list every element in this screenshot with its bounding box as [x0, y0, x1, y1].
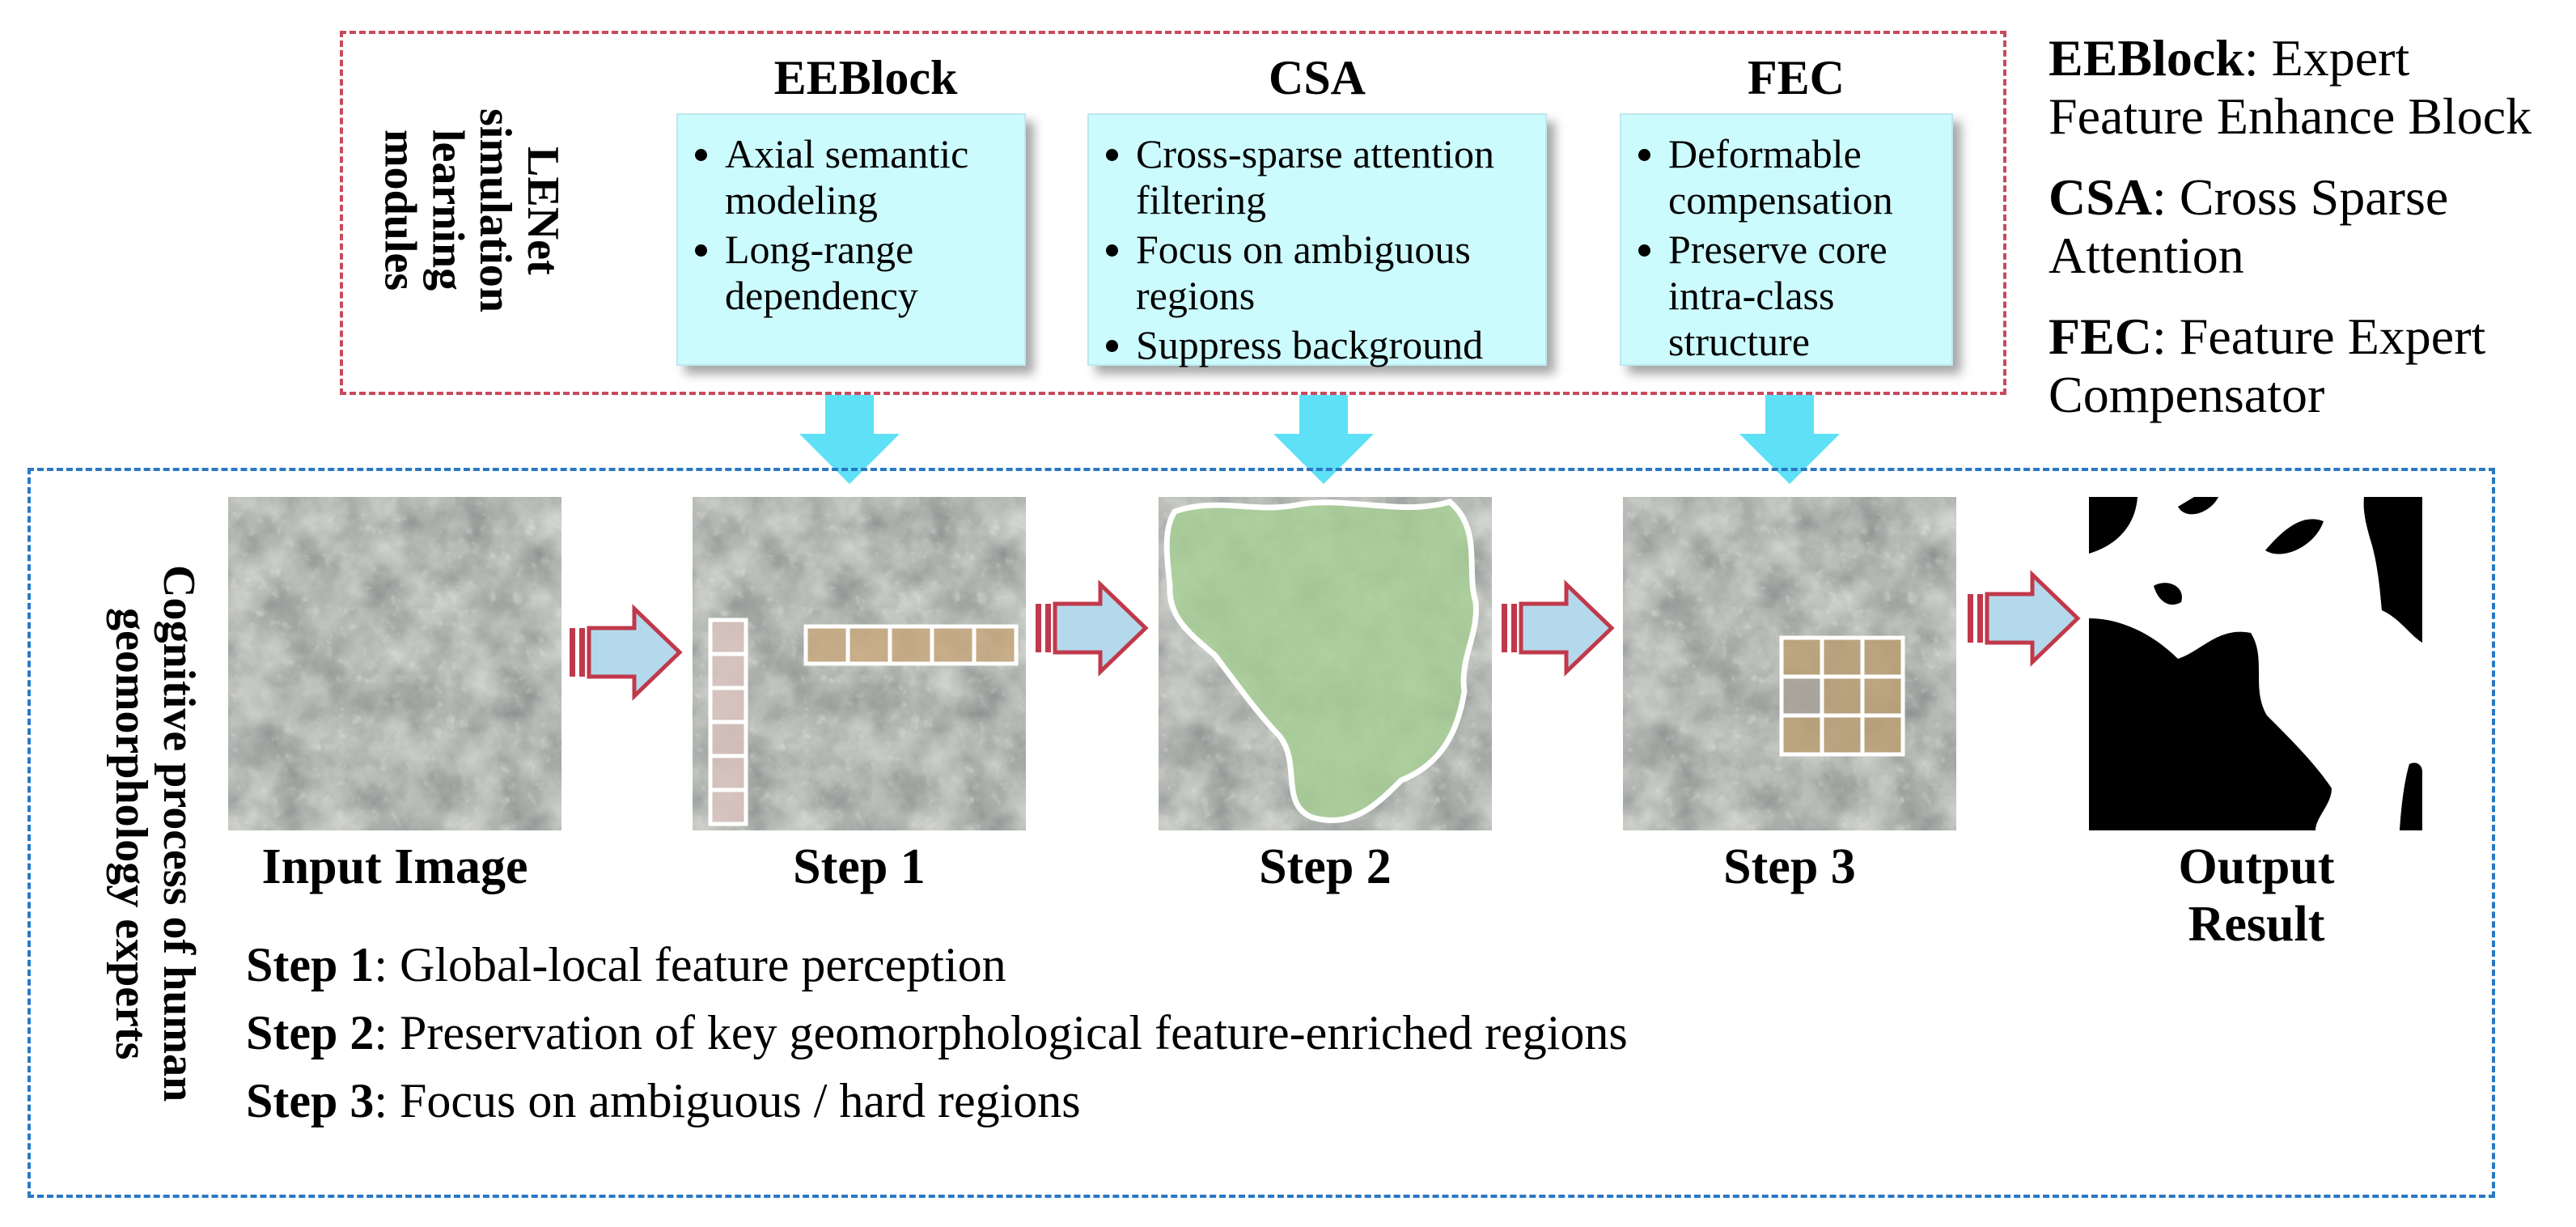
legend-full: : Cross Sparse Attention	[2049, 168, 2449, 284]
step3-image	[1623, 497, 1956, 830]
module-card-eeblock: Axial semantic modeling Long-range depen…	[676, 113, 1026, 366]
step-desc: : Preservation of key geomorphological f…	[374, 1006, 1628, 1059]
stage-label-input: Input Image	[261, 839, 528, 894]
step1-image	[693, 497, 1026, 830]
right-arrow-icon	[570, 604, 683, 701]
legend-abbr: CSA	[2049, 168, 2153, 226]
step-name: Step 3	[246, 1074, 375, 1127]
legend-full: : Expert Feature Enhance Block	[2049, 29, 2532, 145]
stage-label-output: Output Result	[2178, 839, 2335, 953]
simulation-modules-panel	[340, 31, 2006, 395]
step2-description: Step 2: Preservation of key geomorpholog…	[246, 1005, 1628, 1061]
down-arrow-icon	[799, 395, 900, 484]
input-image	[228, 497, 561, 830]
step-name: Step 1	[246, 938, 375, 991]
eeblock-bullet: Long-range dependency	[725, 227, 1006, 319]
output-result-image	[2089, 497, 2422, 830]
step1-description: Step 1: Global-local feature perception	[246, 937, 1006, 993]
step2-image	[1159, 497, 1492, 830]
cognitive-process-panel	[28, 468, 2495, 1198]
module-title-fec: FEC	[1748, 51, 1845, 104]
stage-label-step3: Step 3	[1723, 839, 1856, 894]
csa-bullet: Focus on ambiguous regions	[1136, 227, 1527, 319]
csa-bullet: Cross-sparse attention filtering	[1136, 131, 1527, 223]
legend-fec: FEC: Feature Expert Compensator	[2049, 308, 2566, 423]
down-arrow-icon	[1273, 395, 1374, 484]
module-title-eeblock: EEBlock	[773, 51, 958, 104]
csa-bullet: Suppress background	[1136, 322, 1527, 368]
cognitive-side-label: Cognitive process of human geomorphology…	[106, 565, 204, 1102]
legend-csa: CSA: Cross Sparse Attention	[2049, 168, 2566, 284]
step-desc: : Focus on ambiguous / hard regions	[374, 1074, 1081, 1127]
legend-abbr: EEBlock	[2049, 29, 2244, 87]
legend-full: : Feature Expert Compensator	[2049, 308, 2486, 423]
legend-eeblock: EEBlock: Expert Feature Enhance Block	[2049, 29, 2566, 145]
right-arrow-icon	[1502, 580, 1615, 677]
right-arrow-icon	[1968, 570, 2081, 667]
modules-side-label: LENet simulation learning modules	[375, 108, 568, 313]
stage-label-step2: Step 2	[1259, 839, 1392, 894]
fec-bullet: Preserve core intra-class structure	[1668, 227, 1934, 365]
down-arrow-icon	[1739, 395, 1840, 484]
module-card-fec: Deformable compensation Preserve core in…	[1620, 113, 1953, 366]
step-name: Step 2	[246, 1006, 375, 1059]
module-card-csa: Cross-sparse attention filtering Focus o…	[1087, 113, 1547, 368]
step3-description: Step 3: Focus on ambiguous / hard region…	[246, 1073, 1081, 1129]
fec-bullet: Deformable compensation	[1668, 131, 1934, 223]
right-arrow-icon	[1036, 580, 1149, 677]
stage-label-step1: Step 1	[793, 839, 926, 894]
legend-abbr: FEC	[2049, 308, 2152, 365]
step-desc: : Global-local feature perception	[374, 938, 1006, 991]
eeblock-bullet: Axial semantic modeling	[725, 131, 1006, 223]
module-title-csa: CSA	[1268, 51, 1366, 104]
